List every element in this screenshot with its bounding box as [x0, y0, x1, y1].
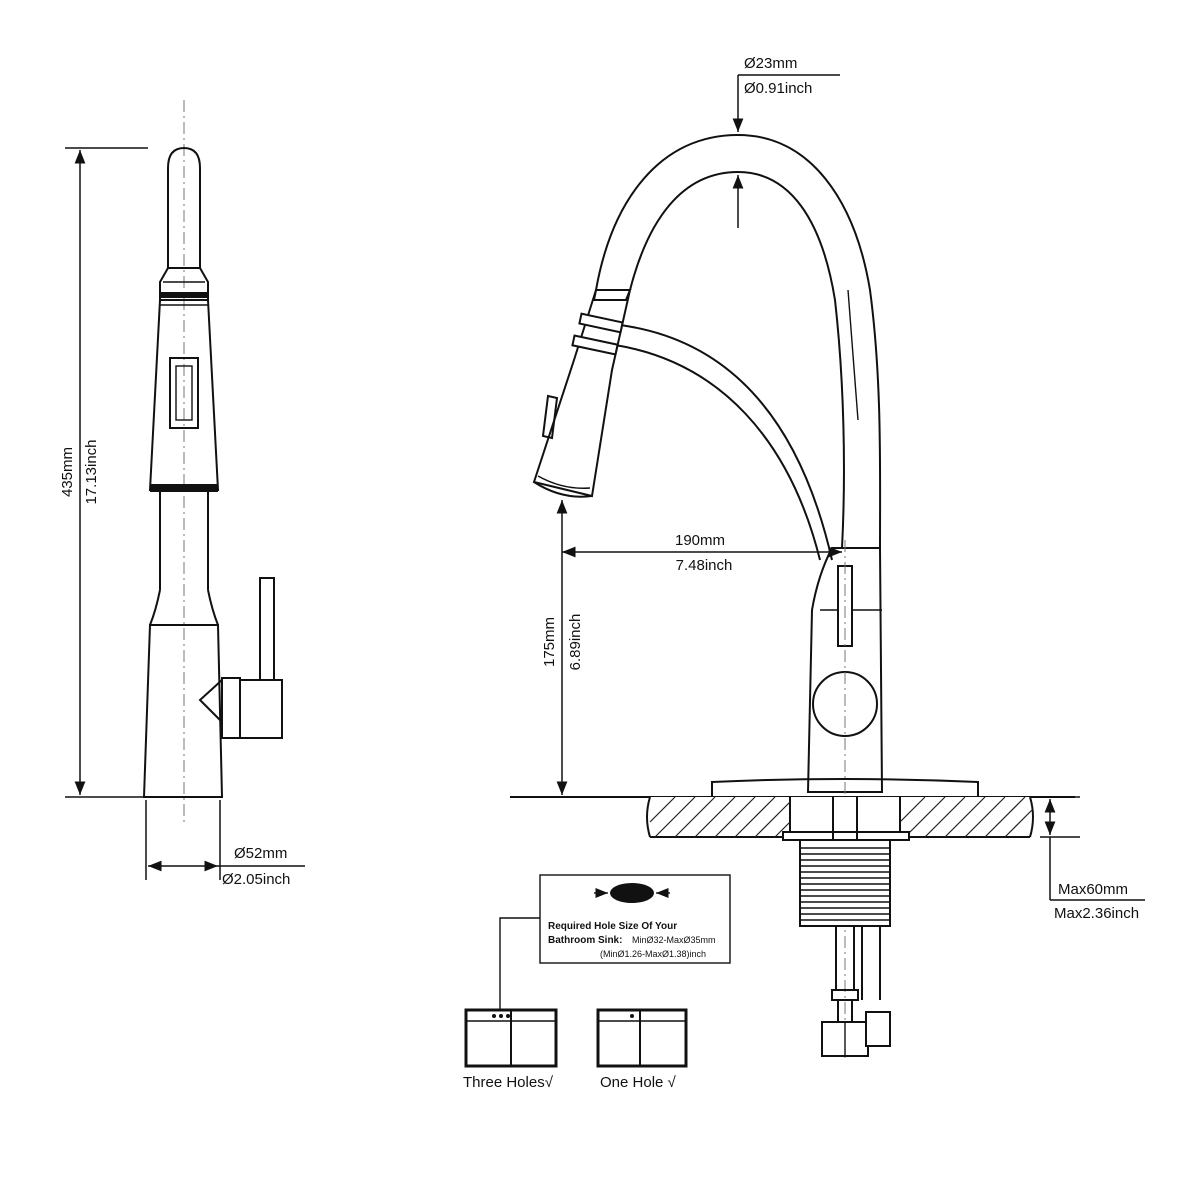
- side-handle-lever: [259, 577, 275, 681]
- side-view: 435mm 17.13inch Ø52mm Ø2.05inch: [59, 100, 305, 888]
- note-line-3: (MinØ1.26-MaxØ1.38)inch: [600, 949, 706, 959]
- escutcheon-plate: [711, 778, 979, 797]
- note-line-1: Required Hole Size Of Your: [548, 921, 677, 932]
- installation-options: Three Holes√ One Hole √: [463, 1008, 688, 1091]
- hose-nut-2: [865, 1011, 891, 1047]
- one-hole-label: One Hole √: [600, 1074, 677, 1091]
- side-handle-hub: [221, 677, 241, 739]
- spout-height-inch: 6.89inch: [567, 614, 584, 671]
- spout-diameter-inch: Ø0.91inch: [744, 80, 812, 97]
- spout-height-mm: 175mm: [541, 617, 558, 667]
- one-hole-sink-icon: [596, 1008, 688, 1068]
- height-inch-label: 17.13inch: [83, 439, 100, 504]
- three-holes-label: Three Holes√: [463, 1074, 554, 1091]
- spout-diameter-mm: Ø23mm: [744, 55, 797, 72]
- note-line-2-label: Bathroom Sink:: [548, 935, 622, 946]
- countertop-section: [646, 796, 1034, 838]
- note-line-2-value: MinØ32-MaxØ35mm: [632, 935, 716, 945]
- supply-hoses: [821, 926, 891, 1057]
- reach-inch: 7.48inch: [676, 557, 733, 574]
- deck-thickness-inch: Max2.36inch: [1054, 905, 1139, 922]
- height-mm-label: 435mm: [59, 447, 76, 497]
- deck-thickness-mm: Max60mm: [1058, 881, 1128, 898]
- three-holes-sink-icon: [464, 1008, 558, 1068]
- base-diameter-inch: Ø2.05inch: [222, 871, 290, 888]
- mounting-shank: [782, 797, 910, 927]
- base-diameter-mm: Ø52mm: [234, 845, 287, 862]
- side-spray-button: [169, 357, 199, 429]
- hole-icon: [610, 883, 654, 903]
- side-spray-head: [167, 146, 201, 268]
- reach-mm: 190mm: [675, 532, 725, 549]
- front-view: Ø23mm Ø0.91inch 190mm 7.48inch 175mm 6.8…: [510, 55, 1145, 1060]
- hole-size-note: Required Hole Size Of Your Bathroom Sink…: [499, 874, 731, 1018]
- gooseneck-spout: [595, 133, 882, 549]
